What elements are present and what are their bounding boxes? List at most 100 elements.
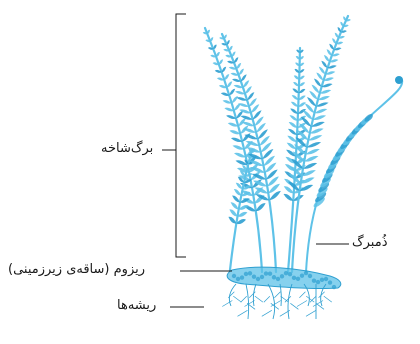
rhizome-scale: [268, 272, 272, 276]
rhizome-label: ریزوم (ساقه‌ی زیرزمینی): [8, 262, 145, 277]
rhizome-scale: [244, 272, 248, 276]
rhizome-scale: [328, 280, 332, 284]
frond-pinna: [307, 142, 321, 148]
root: [253, 284, 256, 306]
fern-roots: [222, 284, 331, 319]
root-branch: [281, 296, 289, 302]
frond-pinna: [229, 46, 233, 51]
frond-pinna: [227, 81, 233, 87]
frond-pinna: [241, 74, 247, 81]
root: [268, 284, 275, 319]
frond-pinna: [236, 63, 241, 69]
frond-pinna: [327, 49, 332, 55]
frond-pinna: [239, 69, 244, 75]
rhizome-scale: [320, 278, 324, 282]
frond-pinna: [312, 85, 320, 94]
root-branch: [297, 301, 307, 307]
frond-pinna: [306, 149, 320, 155]
root-branch: [264, 296, 270, 302]
root-branch: [233, 296, 241, 302]
frond-pinna: [232, 51, 236, 56]
rhizome-scale: [248, 271, 252, 275]
frond-pinna: [256, 203, 266, 211]
frond-label: برگ‌شاخه: [101, 141, 153, 156]
frond-pinna: [213, 45, 216, 49]
fern-fronds: [203, 16, 351, 272]
frond-bracket: [176, 14, 186, 257]
frond-pinna: [245, 86, 252, 94]
frond-pinna: [335, 33, 339, 38]
frond-pinna: [236, 111, 243, 119]
frond-pinna: [224, 74, 229, 80]
frond-pinna: [290, 108, 298, 113]
frond-pinna: [228, 217, 236, 224]
frond-pinna: [324, 55, 330, 62]
frond-pinna: [224, 35, 227, 39]
root-branch: [299, 292, 305, 298]
rhizome-scale: [332, 285, 336, 289]
frond-pinna: [207, 30, 210, 34]
rhizome-scale: [308, 274, 312, 278]
frond-pinna: [229, 89, 235, 95]
fiddlehead-tip: [395, 76, 403, 84]
root-branch: [255, 296, 263, 302]
rhizome-scale: [316, 280, 320, 284]
frond-pinna: [292, 95, 299, 100]
frond-pinna: [253, 110, 262, 119]
rhizome-scale: [292, 276, 296, 280]
frond-pinna: [321, 61, 327, 68]
frond-pinna: [284, 186, 294, 193]
frond-pinna: [332, 38, 336, 43]
rhizome-scale: [252, 274, 256, 278]
frond-pinna: [234, 189, 241, 196]
frond-pinna: [290, 115, 298, 120]
rhizome-scale: [264, 271, 268, 275]
rhizome-scale: [272, 275, 276, 279]
frond-pinna: [289, 122, 298, 128]
frond-pinna: [288, 129, 297, 135]
root-branch: [306, 310, 316, 316]
frond-pinna: [234, 57, 238, 63]
frond-pinna: [343, 16, 346, 20]
fiddlehead-label: ذُمبرگ: [352, 235, 387, 250]
frond-pinna: [231, 202, 239, 209]
rhizome-scale: [276, 277, 280, 281]
rhizome-scale: [232, 274, 236, 278]
frond-pinna: [319, 67, 326, 75]
frond-pinna: [304, 156, 318, 162]
root-branch: [241, 296, 247, 302]
frond-pinna: [314, 79, 322, 87]
frond-pinna: [316, 73, 323, 81]
frond-pinna: [310, 128, 324, 133]
frond-pinna: [291, 102, 298, 107]
frond-pinna: [216, 52, 220, 57]
rhizome-scale: [304, 271, 308, 275]
rhizome-scale: [284, 271, 288, 275]
frond-pinna: [210, 37, 213, 41]
root: [246, 284, 249, 319]
rhizome-scale: [300, 273, 304, 277]
frond-pinna: [287, 143, 297, 149]
frond-pinna: [307, 97, 316, 106]
frond-pinna: [232, 96, 238, 103]
root-branch: [324, 296, 332, 302]
frond-pinna: [222, 67, 227, 72]
frond-pinna: [309, 91, 318, 100]
rhizome-scale: [296, 277, 300, 281]
frond-pinna: [338, 27, 342, 32]
frond-pinna: [329, 44, 334, 50]
frond-pinna: [287, 136, 296, 142]
frond-pinna: [232, 195, 240, 202]
rhizome-scale: [288, 272, 292, 276]
frond-pinna: [340, 22, 343, 26]
rhizome-stem: [227, 267, 341, 289]
rhizome-scale: [240, 275, 244, 279]
rhizome-scale: [312, 278, 316, 282]
rhizome-scale: [260, 275, 264, 279]
root: [229, 284, 236, 306]
root-branch: [238, 310, 248, 316]
rhizome-scale: [324, 277, 328, 281]
frond-pinna: [227, 40, 230, 44]
